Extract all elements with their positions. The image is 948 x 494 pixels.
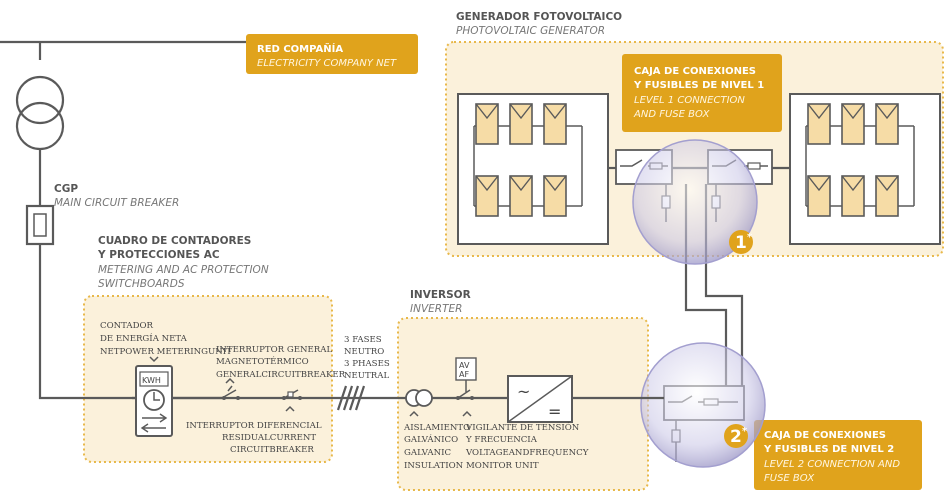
galvanic-label-2: GALVÁNICO xyxy=(404,433,458,445)
badge-1-mark: * xyxy=(747,232,753,243)
meter-chevron-icon xyxy=(149,356,159,363)
solar-panel-icon xyxy=(807,175,831,217)
cgp-title: CGP xyxy=(54,183,78,195)
level1-box-subtitle-1: LEVEL 1 CONNECTION xyxy=(634,95,745,106)
level2-box-title-2: Y FUSIBLES DE NIVEL 2 xyxy=(763,444,894,455)
electricity-company-net-title: RED COMPAÑÍA xyxy=(257,42,343,55)
solar-panel-icon xyxy=(475,103,499,145)
inverter-icon xyxy=(507,375,573,423)
switchboard-title-1: CUADRO DE CONTADORES xyxy=(98,235,251,247)
monitor-label-1: VIGILANTE DE TENSIÓN xyxy=(465,421,580,433)
level1-box-title-2: Y FUSIBLES DE NIVEL 1 xyxy=(633,80,764,91)
general-breaker-chevron-icon xyxy=(225,377,235,384)
general-breaker-label-2: MAGNETOTÉRMICO xyxy=(216,355,309,367)
galvanic-label-4: INSULATION xyxy=(404,461,464,471)
solar-panel-icon xyxy=(841,103,865,145)
main-circuit-breaker-icon xyxy=(25,204,55,246)
meter-label-2: DE ENERGÍA NETA xyxy=(100,332,188,344)
switchboard-subtitle-1: METERING AND AC PROTECTION xyxy=(98,264,269,276)
pv-array-right xyxy=(772,93,941,245)
solar-panel-icon xyxy=(475,175,499,217)
cgp-subtitle: MAIN CIRCUIT BREAKER xyxy=(54,197,179,209)
meter-label-1: CONTADOR xyxy=(100,321,154,331)
general-breaker-label-3: GENERALCIRCUITBREAKER xyxy=(216,370,346,380)
level2-box-title-1: CAJA DE CONEXIONES xyxy=(764,430,886,441)
three-phase-label-4: NEUTRAL xyxy=(344,371,389,381)
inverter-ac-symbol: ~ xyxy=(517,382,530,401)
pv-array-left xyxy=(457,93,624,245)
meter-label-3: NETPOWER METERINGUNIT xyxy=(100,347,232,357)
kwh-label: KWH xyxy=(142,376,161,385)
pv-generator-subtitle: PHOTOVOLTAIC GENERATOR xyxy=(456,25,605,37)
residual-breaker-label-2: RESIDUALCURRENT xyxy=(222,433,316,443)
solar-panel-icon xyxy=(509,103,533,145)
level2-box-subtitle-2: FUSE BOX xyxy=(764,473,815,484)
galvanic-isolation-icon xyxy=(405,389,433,407)
three-phase-label-3: 3 PHASES xyxy=(344,359,390,369)
level1-box-callout xyxy=(622,54,782,132)
av-label: AV xyxy=(459,361,470,370)
level1-magnifier xyxy=(632,139,758,265)
grid-line-top xyxy=(0,40,246,60)
monitor-label-2: Y FRECUENCIA xyxy=(465,435,538,445)
monitor-switch-icon xyxy=(457,389,471,399)
monitor-chevron-icon xyxy=(462,410,472,417)
badge-1 xyxy=(729,230,753,254)
transformer-icon xyxy=(15,75,65,151)
af-label: AF xyxy=(459,370,469,379)
switchboard-title-2: Y PROTECCIONES AC xyxy=(97,249,220,261)
solar-panel-icon xyxy=(543,103,567,145)
three-phase-label-1: 3 FASES xyxy=(344,335,382,345)
residual-breaker-label-1: INTERRUPTOR DIFERENCIAL xyxy=(186,421,322,431)
level2-box-subtitle-1: LEVEL 2 CONNECTION AND xyxy=(764,459,900,470)
residual-breaker-chevron-icon xyxy=(285,405,295,412)
monitor-label-4: MONITOR UNIT xyxy=(466,461,539,471)
av-af-box xyxy=(455,357,477,381)
electricity-company-net-callout xyxy=(246,34,418,74)
solar-panel-icon xyxy=(875,103,899,145)
general-breaker-label-1: INTERRUPTOR GENERAL xyxy=(216,345,332,355)
solar-panel-icon xyxy=(875,175,899,217)
level1-box-title-1: CAJA DE CONEXIONES xyxy=(634,66,756,77)
inverter-dc-symbol: = xyxy=(548,402,561,421)
pv-generator-title: GENERADOR FOTOVOLTAICO xyxy=(456,11,622,23)
residual-breaker-label-3: CIRCUITBREAKER xyxy=(230,445,314,455)
badge-2-number: 2 xyxy=(730,427,742,447)
badge-2-mark: * xyxy=(742,426,748,437)
switchboard-subtitle-2: SWITCHBOARDS xyxy=(98,278,185,290)
inverter-subtitle: INVERTER xyxy=(410,303,462,315)
level2-box-callout xyxy=(754,420,922,490)
badge-2 xyxy=(724,424,748,448)
galvanic-label-1: AISLAMIENTO xyxy=(403,423,470,433)
monitor-label-3: VOLTAGEANDFREQUENCY xyxy=(465,448,589,458)
inverter-title: INVERSOR xyxy=(410,289,471,301)
level2-magnifier xyxy=(640,342,766,468)
three-phase-hatch-icon xyxy=(310,385,366,411)
electricity-company-net-subtitle: ELECTRICITY COMPANY NET xyxy=(257,58,397,69)
level1-box-subtitle-2: AND FUSE BOX xyxy=(633,109,711,120)
solar-panel-icon xyxy=(543,175,567,217)
solar-panel-icon xyxy=(807,103,831,145)
energy-meter-icon xyxy=(135,365,173,437)
galvanic-label-3: GALVANIC xyxy=(404,448,452,458)
badge-1-number: 1 xyxy=(735,233,747,253)
three-phase-label-2: NEUTRO xyxy=(344,347,384,357)
solar-panel-icon xyxy=(509,175,533,217)
solar-panel-icon xyxy=(841,175,865,217)
galvanic-chevron-icon xyxy=(409,410,419,417)
